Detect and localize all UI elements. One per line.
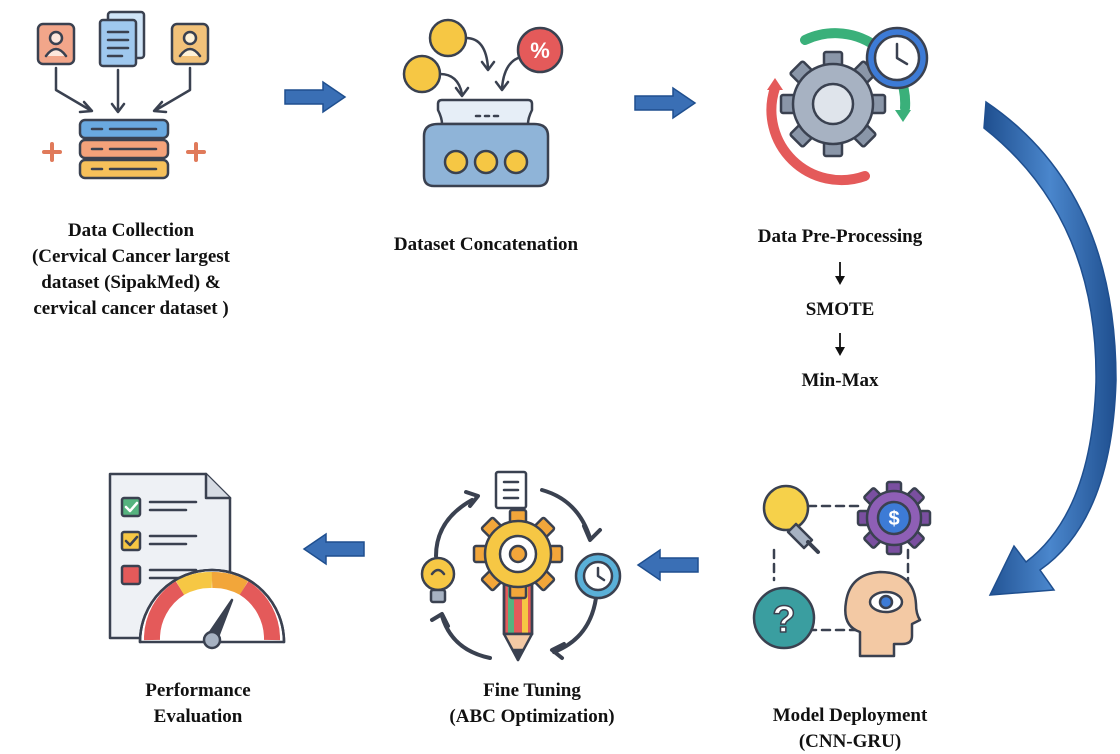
data-collection-label: Data Collection (Cervical Cancer largest… (31, 220, 230, 319)
model-deployment-icon: $ ? (752, 480, 932, 658)
arrow-deployment-to-finetuning (636, 548, 699, 582)
min-max-label: Min-Max (801, 370, 879, 391)
data-collection-icon (36, 10, 210, 180)
model-deployment-label: Model Deployment (CNN-GRU) (772, 705, 928, 752)
svg-text:?: ? (772, 599, 795, 641)
fine-tuning-label: Fine Tuning (ABC Optimization) (449, 680, 615, 727)
arrow-down-to-minmax (835, 333, 845, 356)
dataset-concatenation-label: Dataset Concatenation (393, 234, 579, 255)
svg-text:%: % (530, 38, 550, 63)
data-preprocessing-label: Data Pre-Processing (757, 226, 923, 247)
curved-arrow-preprocessing-to-deployment (983, 100, 1117, 596)
dataset-concatenation-icon: % (402, 18, 564, 188)
fine-tuning-icon (420, 470, 622, 662)
arrow-collection-to-concatenation (284, 80, 347, 114)
arrow-finetuning-to-evaluation (302, 532, 365, 566)
performance-evaluation-label: Performance Evaluation (145, 680, 251, 727)
performance-evaluation-icon (108, 472, 286, 650)
svg-text:$: $ (888, 508, 899, 530)
arrow-down-to-smote (835, 262, 845, 285)
gear-cycle-clock-icon (766, 26, 929, 186)
smote-label: SMOTE (805, 299, 875, 320)
arrow-concatenation-to-preprocessing (634, 86, 697, 120)
